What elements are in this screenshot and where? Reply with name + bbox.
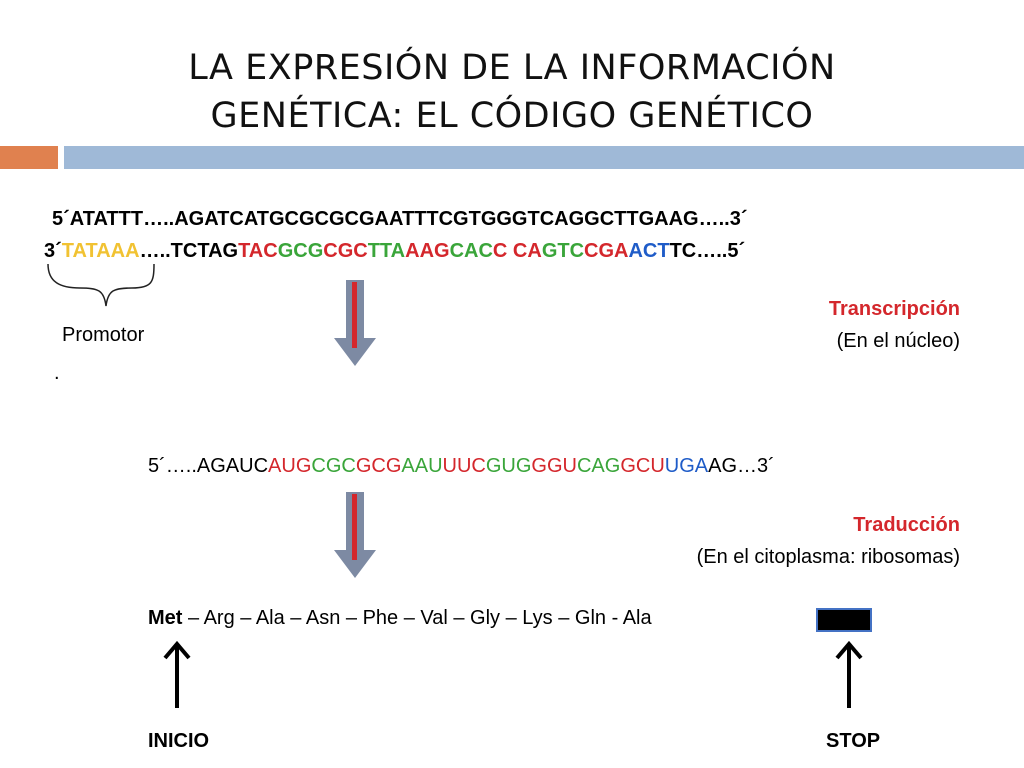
start-label: INICIO <box>148 730 210 752</box>
translation-title: Traducción <box>853 514 960 536</box>
protein-chain: Met – Arg – Ala – Asn – Phe – Val – Gly … <box>148 607 652 630</box>
dna-template-segment: …..TCTAG <box>139 240 239 262</box>
dna-template-segment: CAC <box>449 240 493 262</box>
mrna-segment: GUG <box>485 455 532 477</box>
title-line-1: LA EXPRESIÓN DE LA INFORMACIÓN <box>188 48 836 88</box>
dna-template-segment: TAC <box>238 240 278 262</box>
transcription-subtitle: (En el núcleo) <box>836 330 960 352</box>
dna-template-segment: CGC <box>323 240 368 262</box>
dna-template-segment: CGA <box>584 240 629 262</box>
promotor-label: Promotor <box>62 324 145 346</box>
dna-strand-template: 3´TATAAA…..TCTAGTACGCGCGCTTAAAGCACC CAGT… <box>44 240 745 263</box>
amino-acid-chain: – Arg – Ala – Asn – Phe – Val – Gly – Ly… <box>182 607 652 629</box>
dna-template-segment: GTC <box>541 240 585 262</box>
mrna-segment: AUG <box>268 455 312 477</box>
dna-template-segment: 3´ <box>44 240 62 262</box>
mrna-segment: UUC <box>442 455 486 477</box>
stop-codon-box <box>816 608 872 632</box>
dna-template-segment: GCG <box>277 240 324 262</box>
mrna-segment: CAG <box>576 455 621 477</box>
start-amino-acid: Met <box>148 607 183 629</box>
accent-bar-orange <box>0 146 58 169</box>
promotor-brace <box>47 263 155 307</box>
slide-title: LA EXPRESIÓN DE LA INFORMACIÓN GENÉTICA:… <box>0 44 1024 140</box>
dna-template-segment: ACT <box>628 240 670 262</box>
mrna-segment: AG…3´ <box>708 455 775 477</box>
translation-subtitle: (En el citoplasma: ribosomas) <box>696 546 960 568</box>
translation-arrow <box>334 492 376 578</box>
mrna-segment: 5´…..AGAUC <box>148 455 269 477</box>
mrna-segment: AAU <box>401 455 443 477</box>
mrna-segment: UGA <box>664 455 709 477</box>
mrna-segment: CGC <box>311 455 356 477</box>
mrna-segment: GCG <box>355 455 402 477</box>
transcription-title: Transcripción <box>828 298 960 320</box>
dna-template-segment: TATAAA <box>61 240 140 262</box>
transcription-arrow <box>334 280 376 366</box>
dna-template-segment: TTA <box>367 240 406 262</box>
start-up-arrow <box>163 640 191 708</box>
stop-label: STOP <box>826 730 881 752</box>
mrna-segment: GCU <box>620 455 665 477</box>
mrna-segment: GGU <box>531 455 577 477</box>
dna-strand-coding: 5´ATATTT…..AGATCATGCGCGCGAATTTCGTGGGTCAG… <box>52 208 748 230</box>
dna-template-segment: CA <box>512 240 542 262</box>
mrna-sequence: 5´…..AGAUCAUGCGCGCGAAUUUCGUGGGUCAGGCUUGA… <box>148 455 775 478</box>
dna-template-segment: AAG <box>405 240 450 262</box>
stop-up-arrow <box>835 640 863 708</box>
accent-bar-blue <box>64 146 1024 169</box>
dot-mark: . <box>54 362 60 384</box>
dna-template-segment: TC…..5´ <box>669 240 746 262</box>
dna-template-segment: C <box>492 240 513 262</box>
title-line-2: GENÉTICA: EL CÓDIGO GENÉTICO <box>210 96 814 136</box>
